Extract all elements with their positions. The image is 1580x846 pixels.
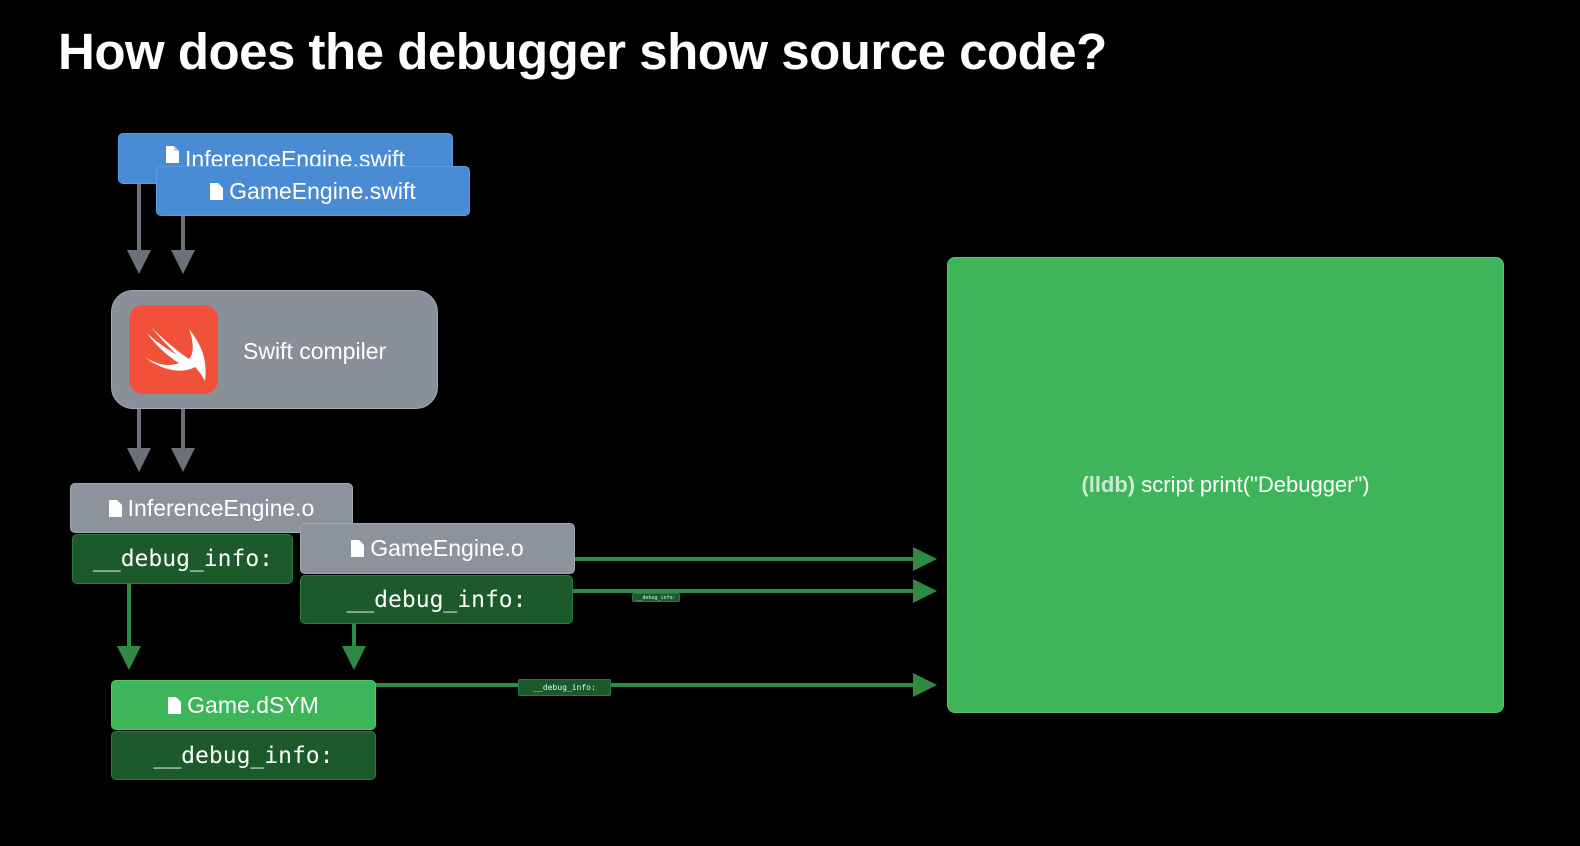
object-file-inferenceengine: InferenceEngine.o — [70, 483, 353, 533]
debug-section-inferenceengine: __debug_info: — [72, 534, 293, 584]
document-icon — [351, 540, 365, 557]
lldb-prompt: (lldb) — [1081, 472, 1136, 497]
debug-section-dsym: __debug_info: — [111, 731, 376, 780]
document-icon — [210, 182, 224, 200]
slide-title: How does the debugger show source code? — [58, 23, 1107, 80]
flow-label-debug-info: __debug_info: — [518, 679, 611, 696]
dsym-file: Game.dSYM — [111, 680, 376, 730]
document-icon — [166, 146, 180, 163]
compiler-label: Swift compiler — [243, 338, 387, 364]
debugger-console: (lldb) script print("Debugger") — [947, 257, 1504, 713]
debug-section-gameengine: __debug_info: — [300, 575, 573, 624]
flow-label-debug-info: __debug_info: — [632, 593, 680, 602]
file-name: Game.dSYM — [187, 691, 319, 718]
swift-logo-icon — [129, 305, 218, 394]
source-file-gameengine: GameEngine.swift — [156, 166, 470, 216]
object-file-gameengine: GameEngine.o — [300, 523, 575, 574]
swift-compiler: Swift compiler — [111, 290, 438, 409]
document-icon — [108, 499, 122, 517]
lldb-command: script print("Debugger") — [1135, 472, 1370, 497]
document-icon — [168, 696, 182, 714]
file-name: GameEngine.o — [370, 535, 524, 561]
file-name: InferenceEngine.o — [127, 494, 315, 521]
file-name: GameEngine.swift — [229, 177, 416, 204]
